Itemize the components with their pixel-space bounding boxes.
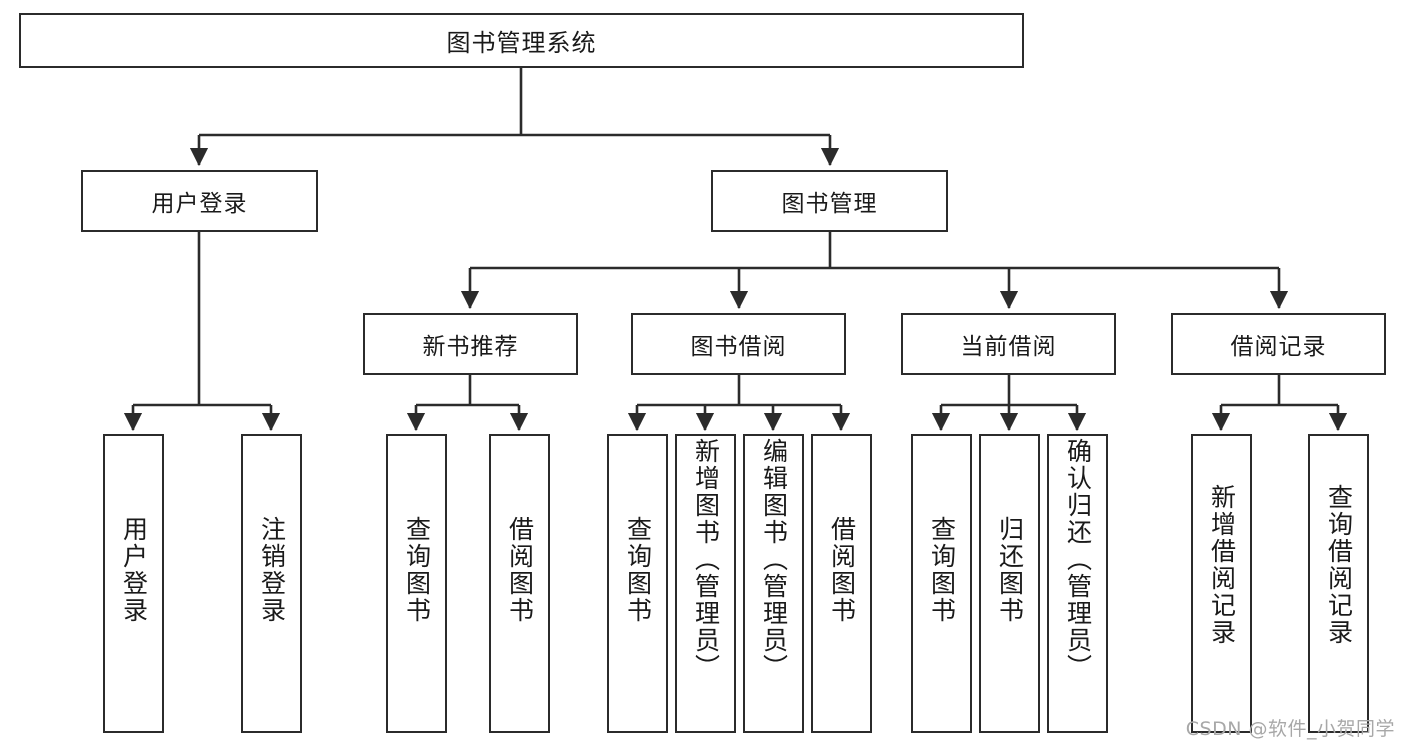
leaf-query-book-2[interactable]: 查询图书 — [607, 434, 668, 733]
node-borrow-record-label: 借阅记录 — [1230, 334, 1327, 360]
node-new-book-recommend[interactable]: 新书推荐 — [363, 313, 578, 375]
leaf-user-login[interactable]: 用户登录 — [103, 434, 164, 733]
leaf-query-record-label: 查询借阅记录 — [1324, 484, 1354, 646]
leaf-query-book-1[interactable]: 查询图书 — [386, 434, 447, 733]
node-current-borrow-label: 当前借阅 — [960, 334, 1057, 360]
node-user-login-label: 用户登录 — [151, 191, 248, 217]
leaf-borrow-book-2[interactable]: 借阅图书 — [811, 434, 872, 733]
leaf-query-book-1-label: 查询图书 — [402, 516, 432, 624]
leaf-confirm-return-label: 确认归还（管理员） — [1063, 438, 1093, 681]
leaf-edit-book-label: 编辑图书（管理员） — [759, 438, 789, 681]
node-book-borrow[interactable]: 图书借阅 — [631, 313, 846, 375]
node-new-book-recommend-label: 新书推荐 — [422, 334, 519, 360]
node-borrow-record[interactable]: 借阅记录 — [1171, 313, 1386, 375]
leaf-logout-login-label: 注销登录 — [257, 516, 287, 624]
leaf-add-book-label: 新增图书（管理员） — [691, 438, 721, 681]
leaf-add-record-label: 新增借阅记录 — [1207, 484, 1237, 646]
leaf-query-book-3-label: 查询图书 — [927, 516, 957, 624]
leaf-edit-book[interactable]: 编辑图书（管理员） — [743, 434, 804, 733]
leaf-query-book-3[interactable]: 查询图书 — [911, 434, 972, 733]
node-user-login[interactable]: 用户登录 — [81, 170, 318, 232]
leaf-query-record[interactable]: 查询借阅记录 — [1308, 434, 1369, 733]
leaf-query-book-2-label: 查询图书 — [623, 516, 653, 624]
node-book-manage[interactable]: 图书管理 — [711, 170, 948, 232]
leaf-borrow-book-2-label: 借阅图书 — [827, 516, 857, 624]
node-root-label: 图书管理系统 — [446, 29, 597, 57]
leaf-logout-login[interactable]: 注销登录 — [241, 434, 302, 733]
leaf-return-book[interactable]: 归还图书 — [979, 434, 1040, 733]
leaf-add-book[interactable]: 新增图书（管理员） — [675, 434, 736, 733]
leaf-borrow-book-1[interactable]: 借阅图书 — [489, 434, 550, 733]
node-root[interactable]: 图书管理系统 — [19, 13, 1024, 68]
leaf-add-record[interactable]: 新增借阅记录 — [1191, 434, 1252, 733]
node-current-borrow[interactable]: 当前借阅 — [901, 313, 1116, 375]
leaf-borrow-book-1-label: 借阅图书 — [505, 516, 535, 624]
leaf-return-book-label: 归还图书 — [995, 516, 1025, 624]
leaf-confirm-return[interactable]: 确认归还（管理员） — [1047, 434, 1108, 733]
leaf-user-login-label: 用户登录 — [119, 516, 149, 624]
node-book-manage-label: 图书管理 — [781, 191, 878, 217]
node-book-borrow-label: 图书借阅 — [690, 334, 787, 360]
